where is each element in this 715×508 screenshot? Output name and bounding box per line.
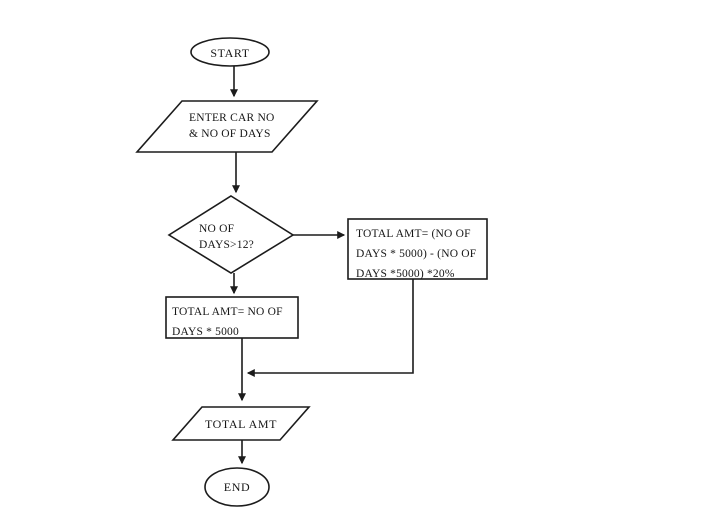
end-terminator-shape (204, 467, 270, 507)
end-label: END (223, 480, 251, 494)
edge-discount-to-merge (246, 279, 414, 377)
start-terminator-shape (190, 37, 270, 67)
normal-process-label: TOTAL AMT= NO OF DAYS * 5000 (172, 306, 283, 338)
decision-diamond-shape (167, 195, 295, 274)
output-label: TOTAL AMT (204, 417, 278, 431)
input-label: ENTER CAR NO & NO OF DAYS (189, 112, 275, 140)
start-label: START (210, 46, 250, 60)
decision-label: NO OF DAYS>12? (199, 223, 254, 251)
normal-process-shape (165, 296, 299, 339)
input-parallelogram-shape (135, 100, 319, 153)
flow-connectors (230, 66, 414, 465)
discount-process-label: TOTAL AMT= (NO OF DAYS * 5000) - (NO OF … (356, 228, 477, 280)
output-parallelogram-shape (171, 406, 311, 441)
discount-process-shape (347, 218, 488, 280)
